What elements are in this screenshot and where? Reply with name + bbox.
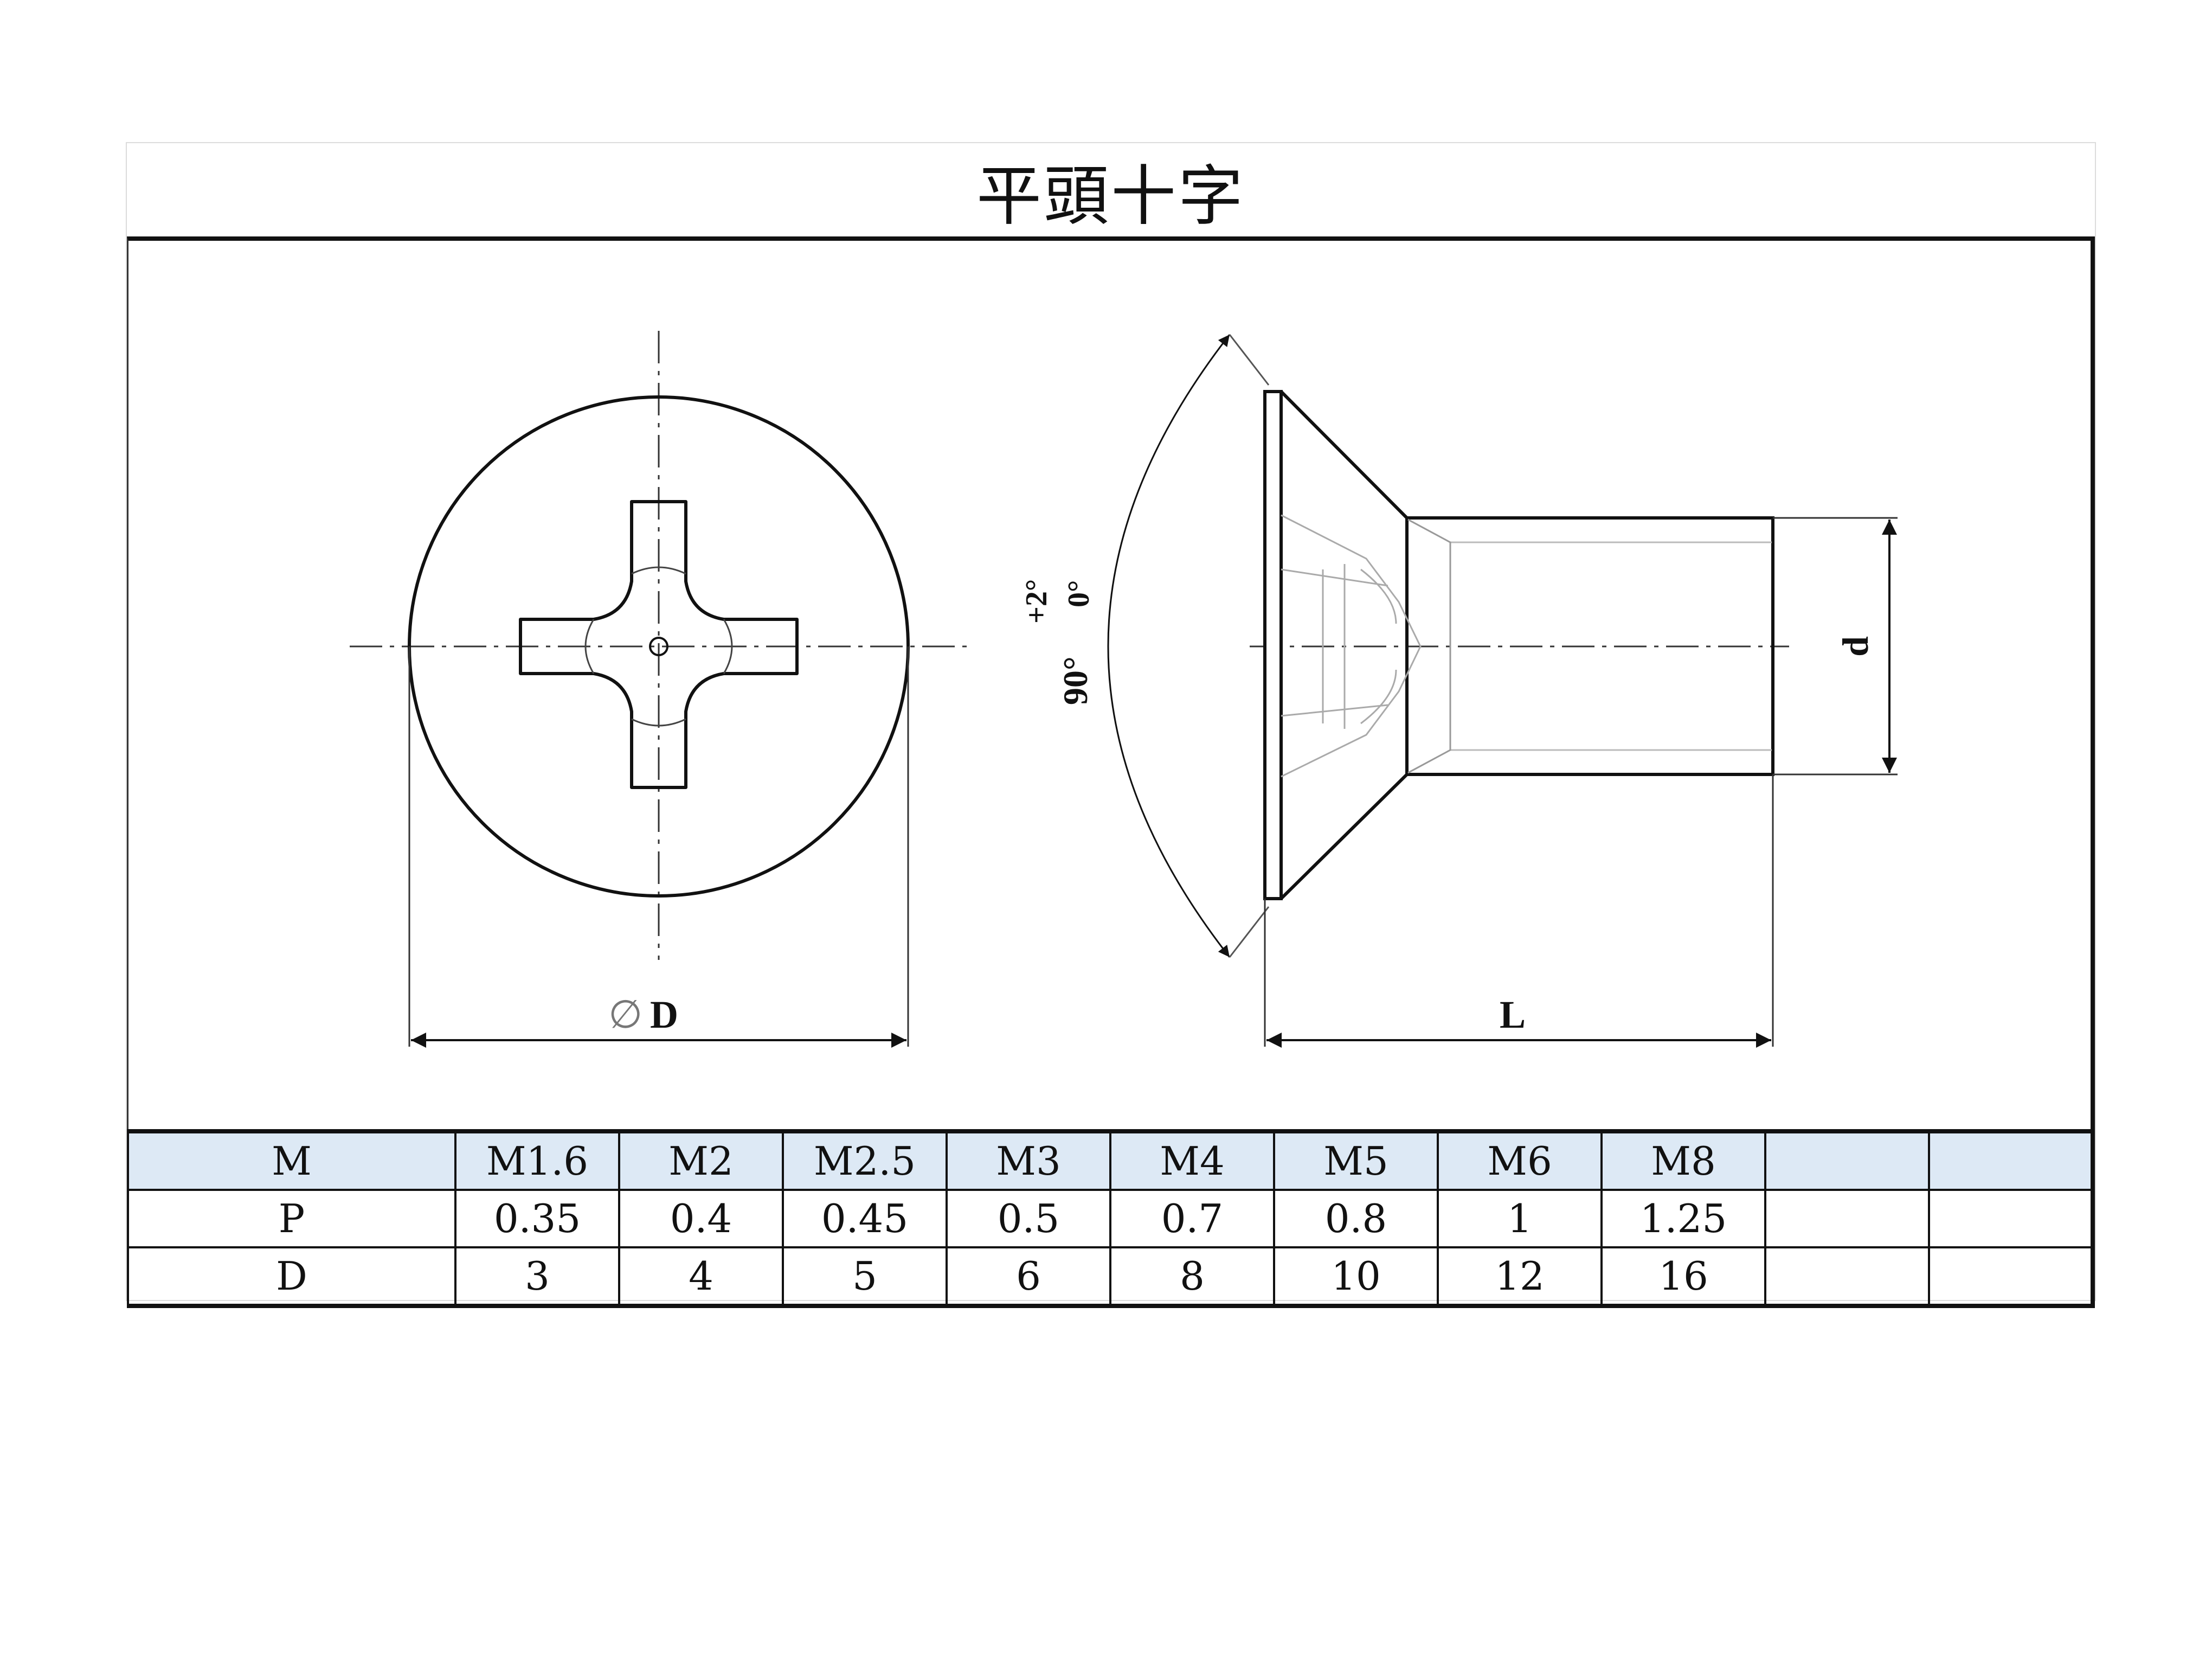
table-cell: M2	[618, 1129, 784, 1191]
table-cell: 6	[946, 1246, 1111, 1308]
angle-label: 90°	[1056, 656, 1095, 705]
head-top-face	[1263, 390, 1283, 900]
drawing-frame	[127, 236, 2095, 1131]
table-cell: 0.7	[1109, 1189, 1275, 1248]
table-cell: 5	[782, 1246, 948, 1308]
table-cell: M2.5	[782, 1129, 948, 1191]
front-view: ∅ D	[350, 331, 968, 1048]
angle-tolerance-upper: +2°	[1020, 579, 1053, 624]
L-dimension-label: L	[1500, 993, 1526, 1036]
table-cell: 12	[1437, 1246, 1603, 1308]
angle-extension-top	[1229, 334, 1270, 386]
table-cell: M5	[1273, 1129, 1439, 1191]
recess-hidden-lines	[1281, 514, 1422, 778]
table-cell: 8	[1109, 1246, 1275, 1308]
table-cell: M4	[1109, 1129, 1275, 1191]
row-label-m: M	[127, 1129, 456, 1191]
side-view: 90° +2° 0° d L	[1020, 334, 1898, 1048]
table-row-d: D 3 4 5 6 8 10 12 16	[127, 1246, 2095, 1308]
diameter-symbol: ∅	[608, 991, 642, 1037]
technical-drawing: ∅ D	[350, 331, 1898, 1048]
table-cell: 4	[618, 1246, 784, 1308]
angle-arc	[1107, 334, 1231, 958]
table-cell	[1928, 1246, 2095, 1308]
table-cell: M8	[1600, 1129, 1766, 1191]
table-cell	[1928, 1189, 2095, 1248]
row-label-p: P	[127, 1189, 456, 1248]
D-dimension-label: D	[650, 993, 678, 1036]
table-cell: 0.4	[618, 1189, 784, 1248]
table-cell: 1.25	[1600, 1189, 1766, 1248]
table-cell: 1	[1437, 1189, 1603, 1248]
table-cell	[1764, 1129, 1930, 1191]
page-title: 平頭十字	[976, 159, 1245, 234]
angle-tolerance-lower: 0°	[1062, 580, 1096, 607]
table-cell: M1.6	[454, 1129, 620, 1191]
thread-chamfer	[1407, 518, 1451, 774]
row-label-d: D	[127, 1246, 456, 1308]
table-cell: 0.5	[946, 1189, 1111, 1248]
table-cell	[1928, 1129, 2095, 1191]
angle-extension-bottom	[1229, 906, 1270, 958]
recess-center-dot	[649, 637, 668, 656]
table-cell: 0.8	[1273, 1189, 1439, 1248]
table-cell: 3	[454, 1246, 620, 1308]
table-cell	[1764, 1189, 1930, 1248]
table-cell: 10	[1273, 1246, 1439, 1308]
table-row-p: P 0.35 0.4 0.45 0.5 0.7 0.8 1 1.25	[127, 1189, 2095, 1248]
cross-recess-inner-ring	[584, 566, 733, 727]
table-cell: M3	[946, 1129, 1111, 1191]
table-cell: 0.45	[782, 1189, 948, 1248]
cross-recess	[519, 500, 799, 789]
d-dimension-label: d	[1835, 636, 1876, 657]
table-row-m: M M1.6 M2 M2.5 M3 M4 M5 M6 M8	[127, 1129, 2095, 1191]
table-cell: 0.35	[454, 1189, 620, 1248]
table-cell: M6	[1437, 1129, 1603, 1191]
shank	[1405, 516, 1774, 776]
table-cell: 16	[1600, 1246, 1766, 1308]
spec-table: M M1.6 M2 M2.5 M3 M4 M5 M6 M8 P 0.35 0.4…	[127, 1129, 2095, 1308]
table-cell	[1764, 1246, 1930, 1308]
